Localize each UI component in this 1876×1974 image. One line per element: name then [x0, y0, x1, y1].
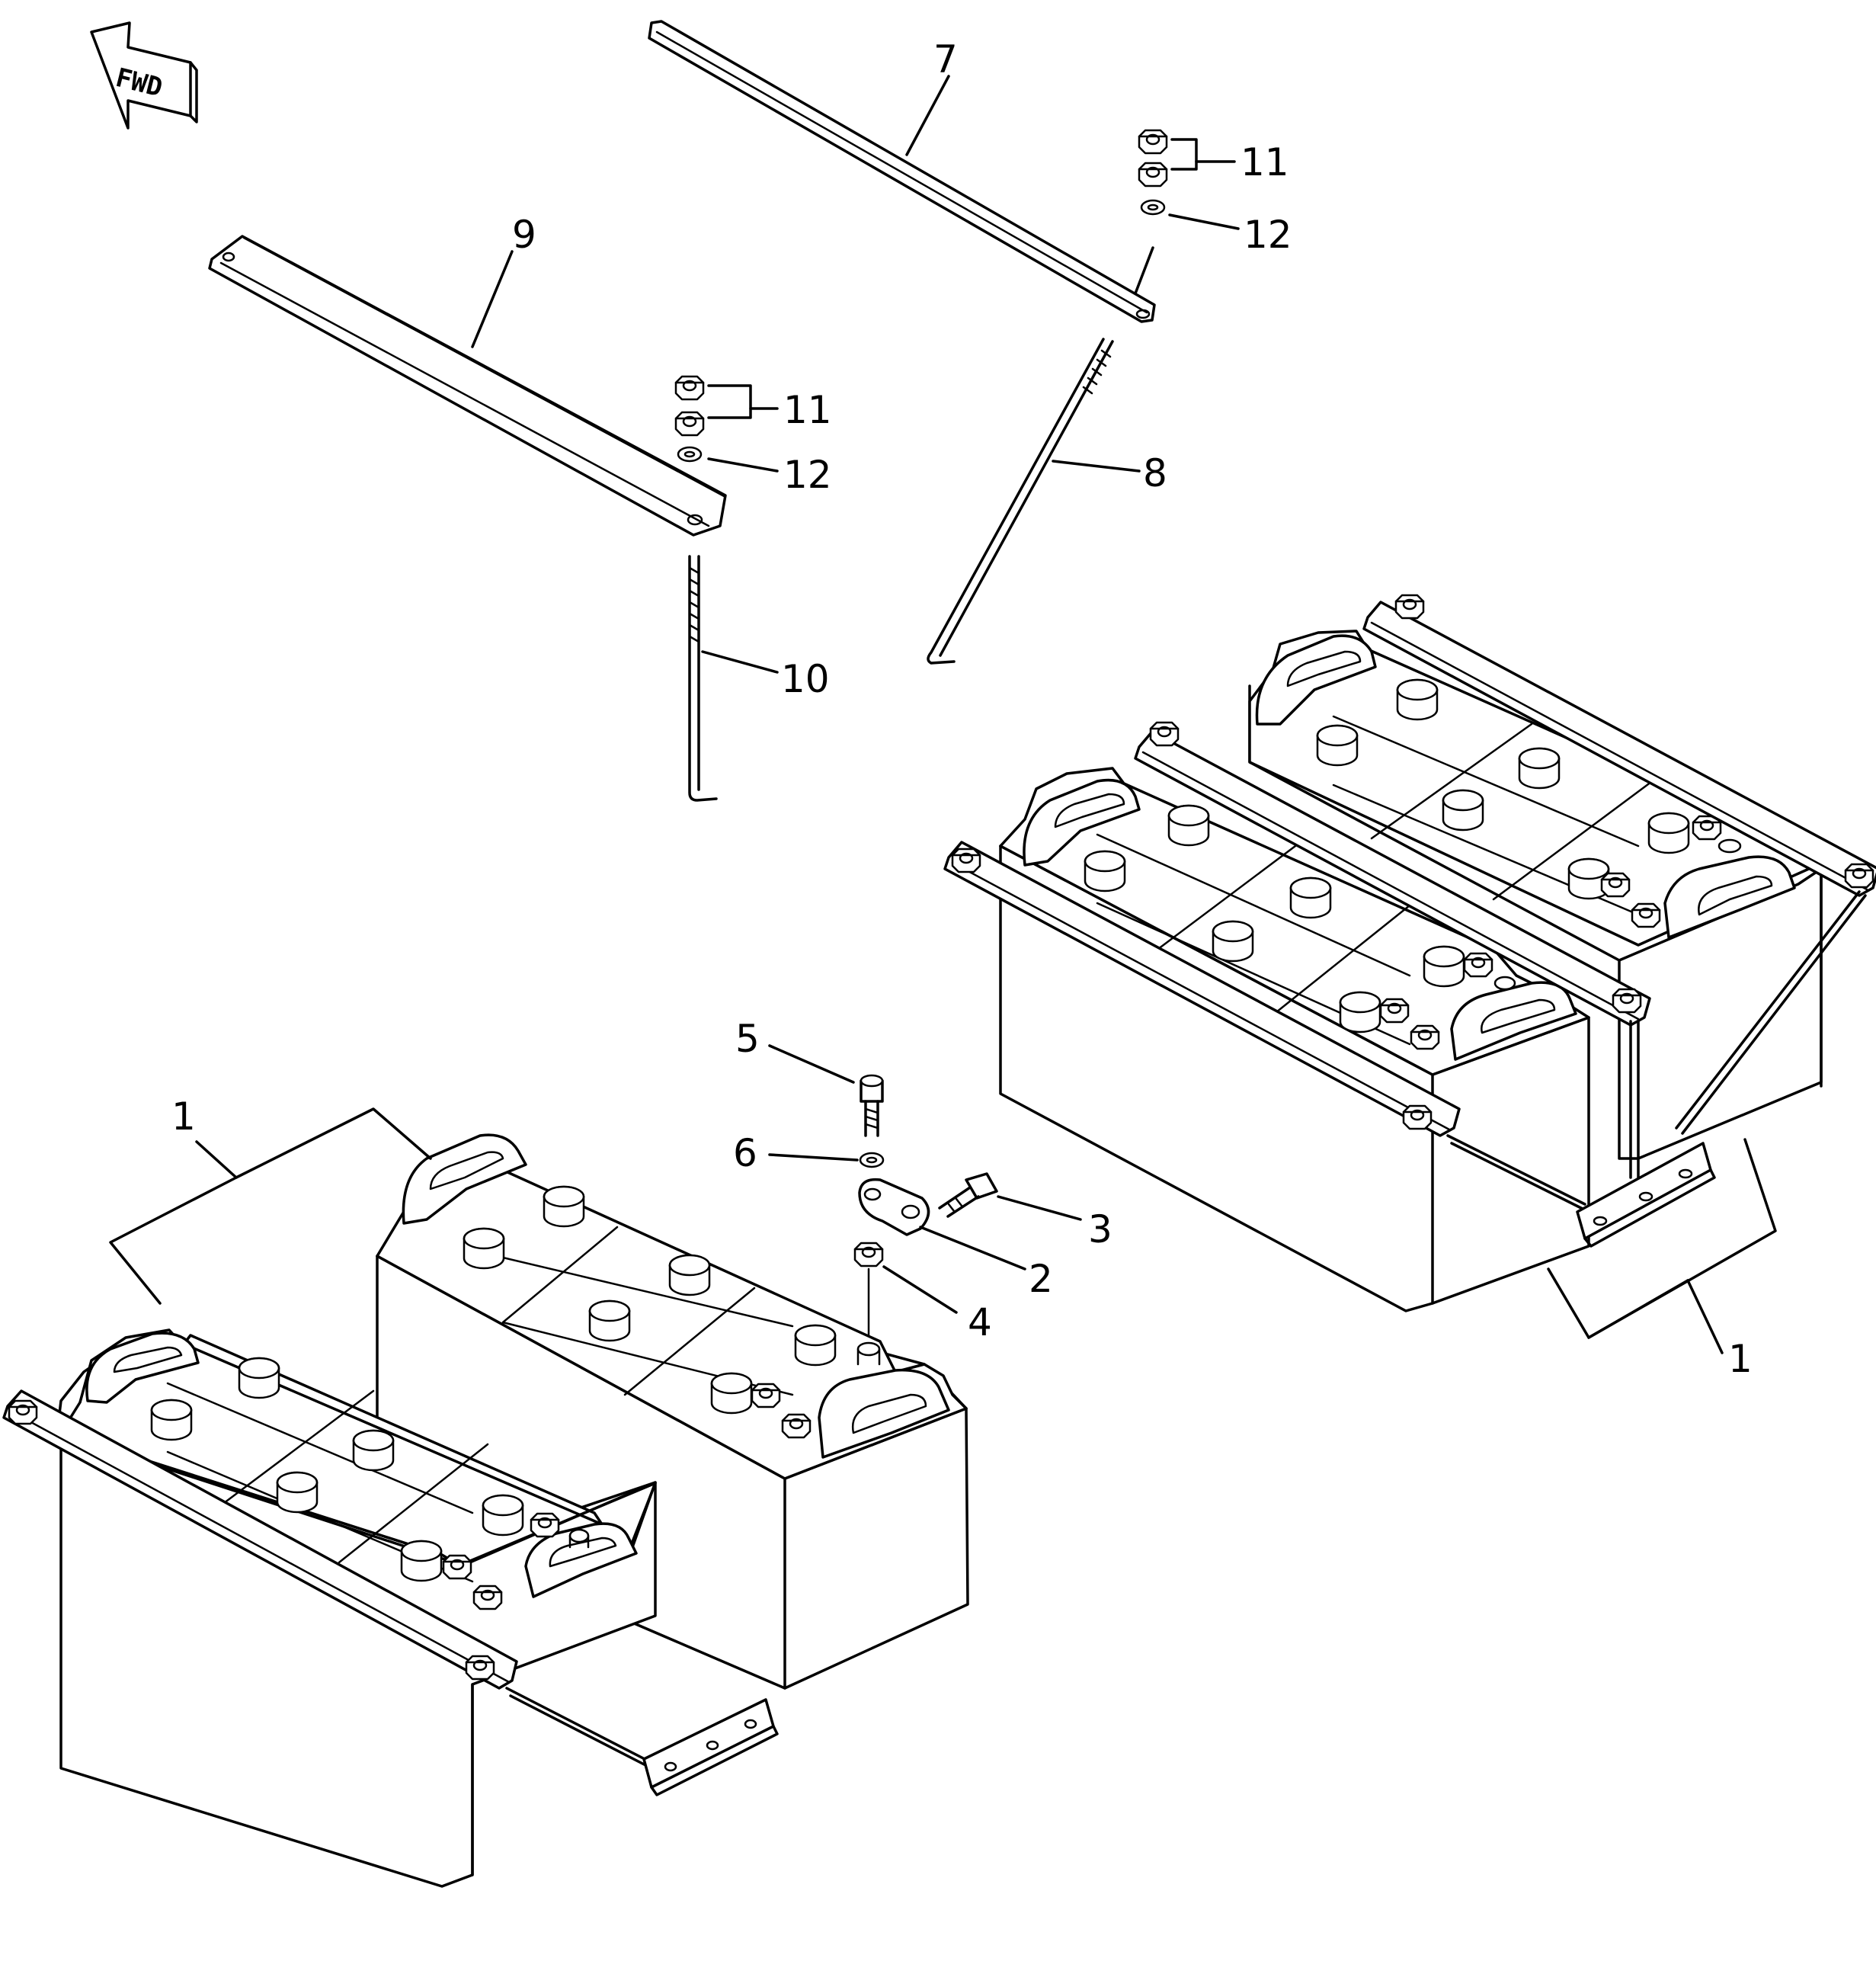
- part-10-jbolt: [688, 555, 718, 802]
- battery-rear-right: [1248, 630, 1823, 1160]
- callout-11-lower: 11: [783, 388, 832, 432]
- hold-down-bar-rear: [1362, 594, 1876, 897]
- callout-8: 8: [1143, 451, 1167, 495]
- nuts-washer-set-lower: [674, 375, 779, 473]
- hold-down-bar-middle: [1134, 721, 1651, 1027]
- callout-5: 5: [735, 1017, 760, 1061]
- hold-down-bar-left: [2, 1389, 518, 1690]
- callout-11-upper: 11: [1241, 140, 1289, 184]
- callout-1-right: 1: [1728, 1337, 1753, 1381]
- leader-lines: [109, 75, 1777, 1354]
- callout-12-upper: 12: [1244, 213, 1292, 257]
- fwd-arrow-icon: FWD: [90, 21, 198, 130]
- nuts-washer-set-upper: [1134, 129, 1240, 295]
- callout-2: 2: [1029, 1257, 1053, 1301]
- part-9-bar: [208, 235, 727, 537]
- callout-1-left: 1: [171, 1094, 196, 1139]
- terminal-hardware: [853, 1074, 998, 1343]
- callout-9: 9: [512, 213, 536, 257]
- battery-front-left: [56, 1328, 657, 1888]
- bracket-left: [642, 1698, 779, 1796]
- callout-6: 6: [733, 1131, 757, 1175]
- battery-pair-right: [943, 594, 1876, 1312]
- part-8-jbolt: [927, 338, 1114, 665]
- callout-labels: 1 1 2 3 4 5 6 7 8 9 10 11 11 12 12: [171, 37, 1753, 1381]
- callout-3: 3: [1088, 1207, 1112, 1251]
- callout-4: 4: [968, 1300, 992, 1344]
- callout-12-lower: 12: [783, 453, 832, 497]
- callout-10: 10: [781, 657, 830, 701]
- bracket-right: [1576, 1142, 1716, 1248]
- part-7-bar: [648, 20, 1156, 323]
- callout-7: 7: [933, 37, 958, 82]
- battery-pair-left: [2, 1133, 969, 1888]
- hold-down-bar-right: [943, 841, 1461, 1137]
